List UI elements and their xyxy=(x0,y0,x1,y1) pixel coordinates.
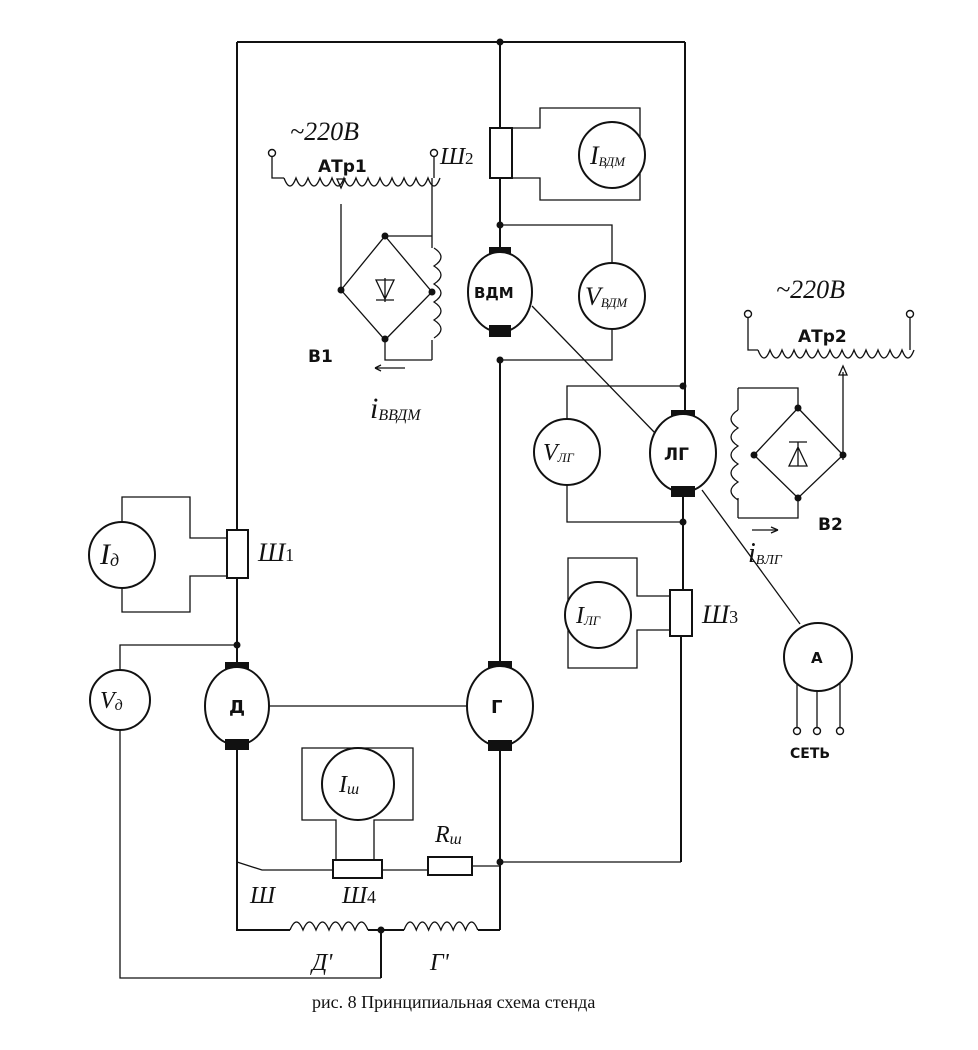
rectifier-bridge-b1 xyxy=(340,234,433,341)
label-r-sh: Rш xyxy=(434,822,462,848)
d-brush-bottom xyxy=(225,739,249,750)
label-i-vdm: IВДМ xyxy=(589,141,626,170)
label-i-vlg: iВЛГ xyxy=(748,538,783,569)
vdm-field-coil xyxy=(432,247,442,339)
label-set: СЕТЬ xyxy=(790,746,830,762)
autotransformer-2 xyxy=(757,348,915,376)
label-shunt2: Ш2 xyxy=(439,144,474,170)
label-g: Г xyxy=(491,697,502,718)
ammeter-i-sh-icon xyxy=(321,747,395,821)
label-b1: В1 xyxy=(308,347,333,367)
ammeter-i-vdm-icon xyxy=(578,121,646,189)
resistor-r-sh xyxy=(427,856,473,876)
label-atr2: АТр2 xyxy=(798,327,847,347)
supply2-terminal-right xyxy=(905,309,915,319)
label-v-lg: VЛГ xyxy=(543,440,574,466)
figure-caption: рис. 8 Принципиальная схема стенда xyxy=(312,992,595,1012)
label-shunt3: Ш3 xyxy=(701,600,738,629)
vdm-brush-bottom xyxy=(489,325,511,337)
label-d: Д xyxy=(229,697,245,718)
label-g-field: Г' xyxy=(429,950,450,976)
a-lead-2 xyxy=(812,726,822,736)
shunt-sh2 xyxy=(489,127,513,179)
supply2-terminal-left xyxy=(743,309,753,319)
supply1-terminal-left xyxy=(267,148,277,158)
label-i-d: Iд xyxy=(99,538,119,571)
a-lead-3 xyxy=(835,726,845,736)
label-vdm: ВДМ xyxy=(474,284,514,302)
label-supply2: ~220В xyxy=(776,275,845,304)
label-v-d: Vд xyxy=(100,688,123,714)
voltmeter-v-lg-icon xyxy=(533,418,601,486)
label-v-vdm: VВДМ xyxy=(585,282,628,311)
autotransformer-1 xyxy=(283,176,441,190)
lg-brush-bottom xyxy=(671,486,695,497)
shunt-sh1 xyxy=(226,529,249,579)
label-lg: ЛГ xyxy=(664,445,689,465)
label-i-sh: Iш xyxy=(338,772,359,798)
lg-field-coil xyxy=(730,409,740,501)
label-shunt4: Ш4 xyxy=(341,883,376,909)
series-field-d xyxy=(289,921,369,932)
label-i-vvdm: iВВДМ xyxy=(370,392,422,425)
label-a: А xyxy=(811,649,823,667)
a-lead-1 xyxy=(792,726,802,736)
label-d-field: Д' xyxy=(310,950,333,976)
label-atr1: АТр1 xyxy=(318,157,367,177)
shunt-sh4 xyxy=(332,859,383,879)
g-brush-bottom xyxy=(488,740,512,751)
label-i-lg: IЛГ xyxy=(575,603,601,629)
shunt-sh3 xyxy=(669,589,693,637)
ammeter-i-lg-icon xyxy=(564,581,632,649)
voltmeter-v-d-icon xyxy=(89,669,151,731)
ammeter-i-d-icon xyxy=(88,521,156,589)
label-b2: В2 xyxy=(818,515,843,535)
junctions xyxy=(233,38,847,934)
rectifier-bridge-b2 xyxy=(753,407,844,499)
supply1-terminal-right xyxy=(429,148,439,158)
voltmeter-v-vdm-icon xyxy=(578,262,646,330)
series-field-g xyxy=(403,921,479,932)
label-shunt1: Ш1 xyxy=(257,538,294,567)
label-sh-switch: Ш xyxy=(249,883,277,909)
wiring xyxy=(119,41,911,979)
label-supply1: ~220В xyxy=(290,117,359,146)
motor-a-icon xyxy=(783,622,853,692)
